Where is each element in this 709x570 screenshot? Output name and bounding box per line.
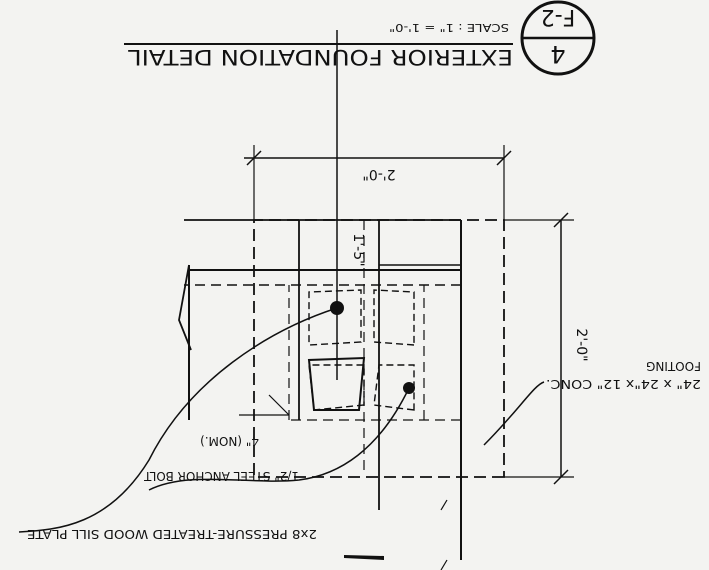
detail-title: EXTERIOR FOUNDATION DETAIL [128,45,513,69]
footing-width-label: 2'-0" [362,166,395,182]
sill-plate-note: 2x8 PRESSURE-TREATED WOOD SILL PLATE [27,527,317,541]
wall-base-fill [344,555,384,560]
embed-note: 4" (NOM.) [200,434,259,448]
rotated-drawing-group: 4 F-2 EXTERIOR FOUNDATION DETAIL SCALE :… [18,0,701,570]
dimension-footing-width: 2'-0" [244,145,512,220]
anchor-bolt-note: 1/2" STEEL ANCHOR BOLT [143,469,299,483]
cmu-cells [308,289,415,411]
title-block: 4 F-2 EXTERIOR FOUNDATION DETAIL SCALE :… [124,0,596,76]
void-cell [307,356,366,411]
foundation-wall [178,219,462,570]
dimension-footing-depth: 2'-0" [504,212,589,485]
dimension-frost-depth: 1'-5" [239,233,366,416]
grade-cut [178,264,192,351]
footing-note-line-1: 24" x 24"x 12" CONC. [546,377,701,391]
frost-depth-label: 1'-5" [350,233,366,266]
footing-note-line-2: FOOTING [646,359,701,373]
scale-note: SCALE : 1" = 1'-0" [389,21,509,34]
anchor-bolt-leader [148,387,410,491]
sheet-reference: F-2 [541,4,576,29]
footing-leader [483,381,545,446]
detail-number: 4 [550,40,565,68]
footing-depth-label: 2'-0" [573,328,589,361]
sill-plate-leader [18,307,338,533]
